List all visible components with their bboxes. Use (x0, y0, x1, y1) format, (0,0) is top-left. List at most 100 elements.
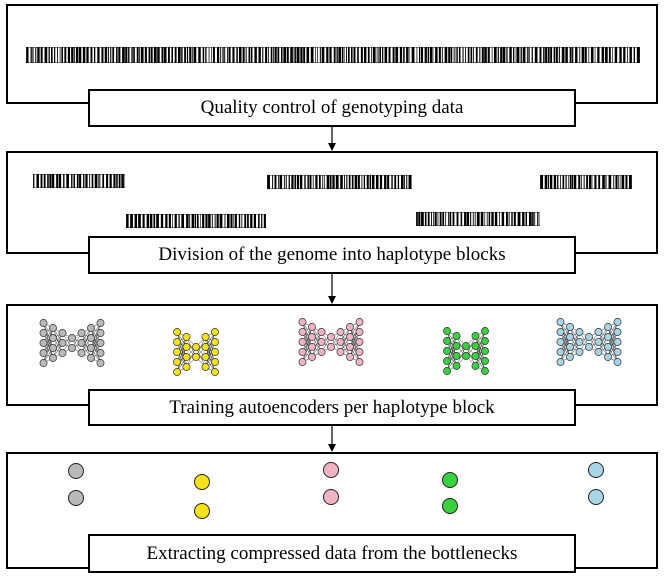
haplotype-block-2-barcode (126, 214, 266, 228)
network-node (452, 362, 461, 370)
network-node (317, 348, 326, 356)
network-node (58, 349, 67, 357)
network-node (336, 328, 345, 336)
network-node (452, 352, 461, 360)
autoencoder-network-1 (39, 319, 105, 367)
network-node (566, 323, 574, 331)
bottleneck-node (68, 490, 84, 506)
network-node (613, 338, 622, 346)
network-node (39, 319, 48, 327)
network-node (346, 333, 354, 341)
network-node (87, 324, 95, 332)
network-node (49, 354, 57, 362)
network-node (211, 358, 219, 366)
network-node (336, 338, 345, 346)
network-node (173, 328, 181, 336)
bottleneck-pair-5 (588, 462, 604, 505)
genotype-barcode-full (26, 47, 640, 63)
network-node (443, 347, 451, 355)
flow-arrows (328, 127, 336, 452)
network-node (211, 328, 219, 336)
haplotype-block-3-barcode (267, 175, 412, 189)
network-node (481, 327, 489, 335)
network-node (556, 358, 565, 366)
network-node (211, 368, 219, 376)
network-node (201, 353, 210, 361)
flow-arrow-3 (328, 426, 336, 452)
network-node (355, 358, 364, 366)
network-node (355, 338, 364, 346)
network-node (443, 337, 451, 345)
network-node (471, 342, 480, 350)
network-node (471, 362, 480, 370)
network-node (355, 318, 364, 326)
autoencoder-network-2 (173, 328, 219, 376)
autoencoder-network-5 (556, 318, 622, 366)
bottleneck-pair-4 (442, 472, 458, 514)
network-node (182, 353, 191, 361)
network-node (298, 338, 307, 346)
network-node (298, 318, 307, 326)
autoencoder-network-4 (443, 327, 489, 375)
step-4-caption: Extracting compressed data from the bott… (88, 534, 576, 573)
network-node (182, 333, 191, 341)
network-node (575, 348, 584, 356)
network-node (613, 348, 622, 356)
network-node (173, 348, 181, 356)
autoencoder-network-3 (298, 318, 364, 366)
network-node (96, 359, 105, 367)
network-node (182, 363, 191, 371)
bottleneck-pair-1 (68, 463, 84, 506)
haplotype-block-4-barcode (416, 212, 540, 226)
network-node (443, 367, 451, 375)
network-node (77, 339, 86, 347)
step-1-caption: Quality control of genotyping data (88, 89, 576, 127)
bottleneck-node (194, 474, 210, 490)
bottleneck-node (323, 462, 339, 478)
network-node (201, 363, 210, 371)
network-node (585, 343, 593, 351)
network-node (317, 338, 326, 346)
step-3-caption: Training autoencoders per haplotype bloc… (88, 389, 576, 426)
bottleneck-pair-2 (194, 474, 210, 519)
network-node (49, 334, 57, 342)
network-node (355, 328, 364, 336)
network-node (443, 357, 451, 365)
network-node (96, 319, 105, 327)
network-node (192, 343, 200, 351)
network-node (604, 333, 612, 341)
network-node (613, 358, 622, 366)
network-node (604, 343, 612, 351)
network-node (566, 353, 574, 361)
network-node (481, 347, 489, 355)
bottleneck-pair-3 (323, 462, 339, 505)
bottleneck-node (588, 489, 604, 505)
bottleneck-nodes (68, 462, 604, 519)
network-node (58, 339, 67, 347)
network-node (68, 344, 76, 352)
network-node (87, 334, 95, 342)
network-node (566, 333, 574, 341)
network-node (77, 349, 86, 357)
network-node (566, 343, 574, 351)
bottleneck-node (442, 472, 458, 488)
network-node (39, 339, 48, 347)
network-node (471, 332, 480, 340)
network-node (594, 338, 603, 346)
network-node (613, 318, 622, 326)
haplotype-block-1-barcode (33, 174, 125, 188)
network-node (68, 334, 76, 342)
network-node (49, 324, 57, 332)
network-node (346, 343, 354, 351)
network-node (201, 333, 210, 341)
network-node (462, 342, 470, 350)
network-node (49, 344, 57, 352)
network-node (556, 318, 565, 326)
network-node (346, 323, 354, 331)
bottleneck-node (68, 463, 84, 479)
bottleneck-node (323, 489, 339, 505)
network-node (298, 358, 307, 366)
network-node (173, 358, 181, 366)
network-node (201, 343, 210, 351)
